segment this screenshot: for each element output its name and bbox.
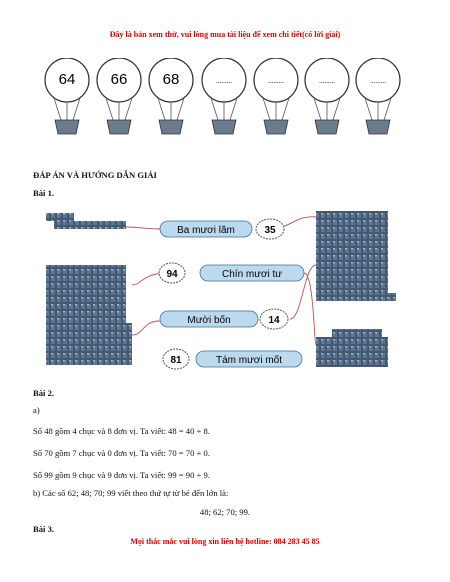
exercise-2-line-1: Số 48 gồm 4 chục và 8 đơn vị. Ta viết: 4… bbox=[33, 426, 210, 436]
balloon-blank: ......... bbox=[370, 77, 386, 85]
balloon-6: ......... bbox=[304, 58, 350, 135]
svg-text:Mười bốn: Mười bốn bbox=[187, 314, 230, 326]
section-heading: ĐÁP ÁN VÀ HƯỚNG DẪN GIẢI bbox=[33, 170, 157, 180]
svg-text:Chín mươi tư: Chín mươi tư bbox=[222, 269, 282, 280]
label-tam-muoi-mot: Tám mươi mốt bbox=[195, 350, 303, 368]
preview-notice: Đây là bản xem thử, vui lòng mua tài liệ… bbox=[109, 30, 341, 39]
balloon-blank: ......... bbox=[216, 77, 232, 85]
balloon-3: 68 bbox=[148, 58, 194, 135]
balloon-4: ......... bbox=[201, 58, 247, 135]
svg-text:14: 14 bbox=[268, 315, 280, 326]
label-ba-muoi-lam: Ba mươi lăm bbox=[159, 220, 253, 238]
svg-text:Ba mươi lăm: Ba mươi lăm bbox=[177, 225, 235, 236]
exercise-2-line-3: Số 99 gồm 9 chục và 9 đơn vị. Ta viết: 9… bbox=[33, 470, 210, 480]
cube-group-81 bbox=[316, 211, 396, 301]
exercise-2-answer: 48; 62; 70; 99. bbox=[199, 507, 251, 517]
badge-81: 81 bbox=[162, 348, 190, 370]
badge-35: 35 bbox=[255, 218, 285, 240]
label-chin-muoi-tu: Chín mươi tư bbox=[199, 264, 305, 282]
badge-14: 14 bbox=[259, 308, 289, 330]
balloon-7: ......... bbox=[355, 58, 401, 135]
svg-text:81: 81 bbox=[170, 355, 182, 366]
badge-94: 94 bbox=[158, 262, 186, 284]
cube-group-94 bbox=[46, 265, 132, 365]
balloon-2: 66 bbox=[96, 58, 142, 135]
balloon-blank: ......... bbox=[268, 77, 284, 85]
svg-text:94: 94 bbox=[166, 269, 178, 280]
balloon-row: 64 66 68 ......... ......... ......... .… bbox=[44, 58, 401, 135]
label-muoi-bon: Mười bốn bbox=[159, 310, 259, 328]
balloon-5: ......... bbox=[253, 58, 299, 135]
balloon-number: 64 bbox=[59, 71, 76, 88]
exercise-2-part-a: a) bbox=[33, 405, 40, 415]
exercise-1-title: Bài 1. bbox=[33, 188, 55, 198]
balloon-1: 64 bbox=[44, 58, 90, 135]
exercise-2-title: Bài 2. bbox=[33, 388, 55, 398]
exercise-2-line-2: Số 70 gồm 7 chục và 0 đơn vị. Ta viết: 7… bbox=[33, 448, 210, 458]
exercise-3-title: Bài 3. bbox=[33, 524, 55, 534]
balloon-blank: ......... bbox=[319, 77, 335, 85]
exercise-2-part-b: b) Các số 62; 48; 70; 99 viết theo thứ t… bbox=[33, 488, 229, 498]
svg-text:Tám mươi mốt: Tám mươi mốt bbox=[216, 354, 282, 366]
balloon-number: 68 bbox=[163, 71, 180, 88]
matching-figure: Ba mươi lăm Chín mươi tư Mười bốn Tám mư… bbox=[46, 211, 396, 370]
svg-text:35: 35 bbox=[264, 225, 276, 236]
balloon-number: 66 bbox=[111, 71, 128, 88]
cube-group-14 bbox=[316, 329, 388, 367]
hotline-notice: Mọi thắc mắc vui lòng xin liên hệ hotlin… bbox=[130, 537, 320, 546]
cube-group-35 bbox=[46, 213, 126, 229]
